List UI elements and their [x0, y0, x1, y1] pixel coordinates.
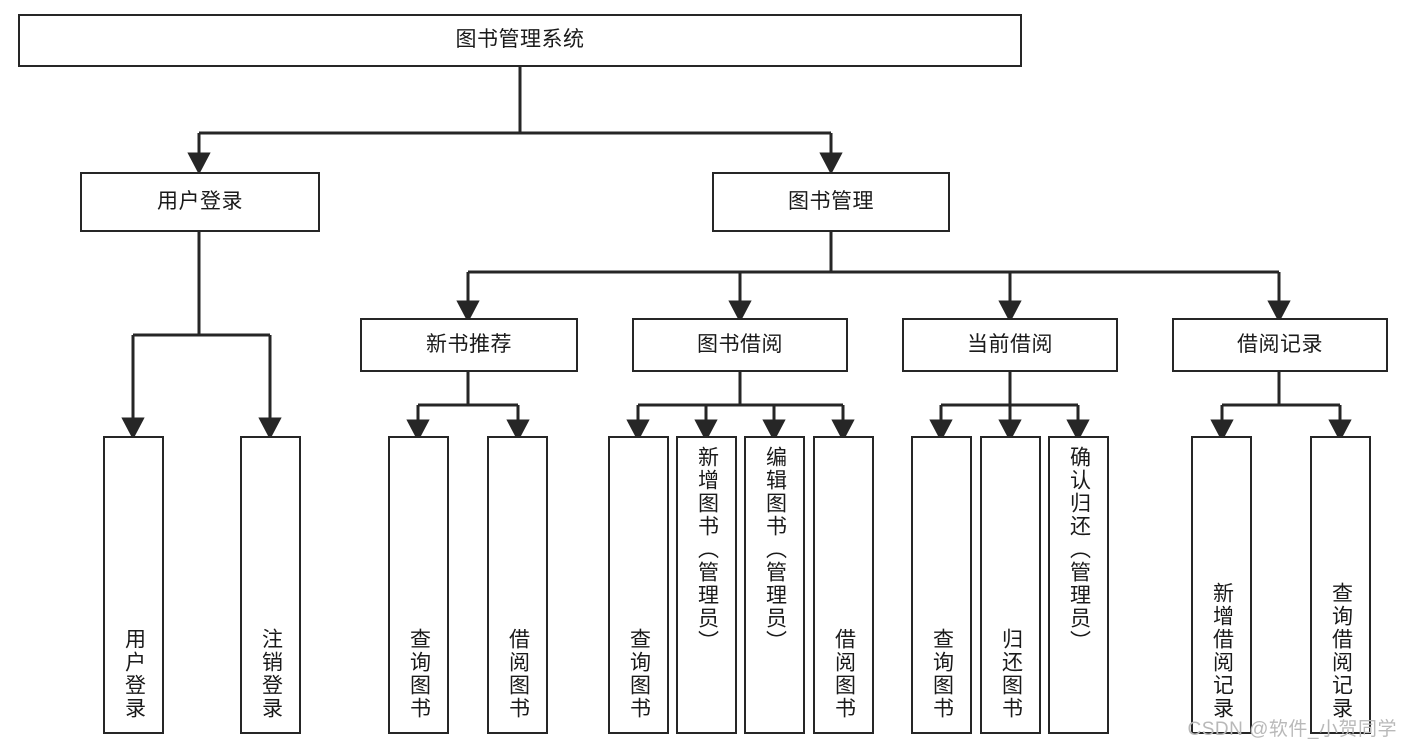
node-leaf-cur-return-label: 归还图书	[999, 628, 1023, 720]
node-leaf-borrow-query[interactable]: 查询图书	[608, 436, 669, 734]
node-leaf-cur-confirm[interactable]: 确认归还（管理员）	[1048, 436, 1109, 734]
node-leaf-borrow-query-label: 查询图书	[627, 628, 651, 720]
node-leaf-rec-query[interactable]: 查询图书	[388, 436, 449, 734]
node-leaf-user-login[interactable]: 用户登录	[103, 436, 164, 734]
node-leaf-rec-add[interactable]: 新增借阅记录	[1191, 436, 1252, 734]
node-user-login-label: 用户登录	[157, 189, 243, 213]
node-borrow-record-label: 借阅记录	[1237, 332, 1323, 356]
node-current-borrow-label: 当前借阅	[967, 332, 1053, 356]
node-borrow-record[interactable]: 借阅记录	[1172, 318, 1388, 372]
node-root-label: 图书管理系统	[455, 28, 585, 52]
node-book-borrow-label: 图书借阅	[697, 332, 783, 356]
node-leaf-cur-query-label: 查询图书	[930, 628, 954, 720]
node-leaf-cur-confirm-label: 确认归还（管理员）	[1067, 446, 1091, 653]
node-leaf-borrow-edit-label: 编辑图书（管理员）	[763, 446, 787, 653]
node-user-login[interactable]: 用户登录	[80, 172, 320, 232]
node-leaf-rec-search[interactable]: 查询借阅记录	[1310, 436, 1371, 734]
node-book-manage-label: 图书管理	[788, 189, 874, 213]
node-leaf-rec-search-label: 查询借阅记录	[1329, 582, 1353, 720]
node-leaf-rec-add-label: 新增借阅记录	[1210, 582, 1234, 720]
node-book-manage[interactable]: 图书管理	[712, 172, 950, 232]
node-leaf-user-login-label: 用户登录	[122, 628, 146, 720]
node-leaf-borrow-lend-label: 借阅图书	[832, 628, 856, 720]
node-root[interactable]: 图书管理系统	[18, 14, 1022, 67]
node-leaf-rec-borrow-label: 借阅图书	[506, 628, 530, 720]
node-leaf-borrow-lend[interactable]: 借阅图书	[813, 436, 874, 734]
node-book-borrow[interactable]: 图书借阅	[632, 318, 848, 372]
node-leaf-cur-query[interactable]: 查询图书	[911, 436, 972, 734]
node-new-book-rec[interactable]: 新书推荐	[360, 318, 578, 372]
csdn-watermark: CSDN @软件_小贺同学	[1187, 719, 1397, 740]
node-leaf-user-logout-label: 注销登录	[259, 628, 283, 720]
node-leaf-borrow-add-label: 新增图书（管理员）	[695, 446, 719, 653]
node-leaf-borrow-edit[interactable]: 编辑图书（管理员）	[744, 436, 805, 734]
node-new-book-rec-label: 新书推荐	[426, 332, 512, 356]
node-leaf-user-logout[interactable]: 注销登录	[240, 436, 301, 734]
node-leaf-borrow-add[interactable]: 新增图书（管理员）	[676, 436, 737, 734]
node-leaf-cur-return[interactable]: 归还图书	[980, 436, 1041, 734]
node-leaf-rec-query-label: 查询图书	[407, 628, 431, 720]
node-current-borrow[interactable]: 当前借阅	[902, 318, 1118, 372]
node-leaf-rec-borrow[interactable]: 借阅图书	[487, 436, 548, 734]
